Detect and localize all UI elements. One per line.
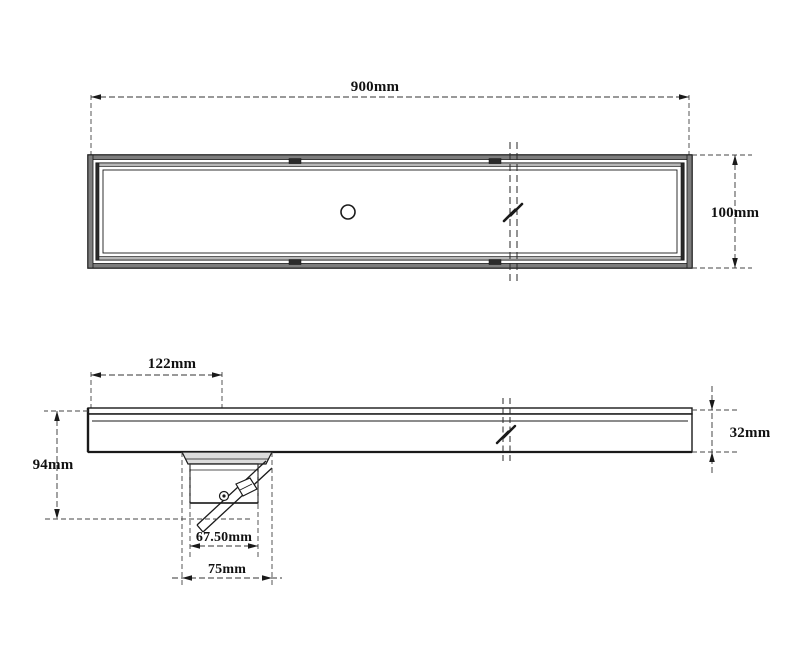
top-view: 900mm	[87, 79, 760, 281]
channel-opening	[102, 169, 678, 254]
dimension-outlet-outer-75mm: 75mm	[172, 562, 282, 581]
trap-arm	[196, 460, 273, 533]
break-symbol-side-icon	[495, 398, 517, 462]
dimension-depth-94mm: 94mm	[33, 411, 74, 519]
centre-hole-icon	[340, 204, 356, 220]
dimension-label-length: 900mm	[351, 79, 400, 95]
dimension-label-width: 100mm	[711, 205, 760, 221]
grate-clip	[288, 158, 502, 265]
break-symbol-top-icon	[502, 142, 524, 281]
dimension-offset-122mm: 122mm	[91, 356, 222, 378]
dimension-length-900mm: 900mm	[91, 79, 689, 100]
dimension-outlet-inner-6750mm: 67.50mm	[190, 530, 258, 549]
top-view-width-extension-lines	[692, 154, 752, 269]
side-view-depth-extension-lines	[44, 410, 250, 520]
dimension-label-height: 32mm	[730, 425, 771, 441]
dimension-width-100mm: 100mm	[711, 155, 760, 268]
dimension-label-depth: 94mm	[33, 457, 74, 473]
side-view-height-extension-lines	[692, 409, 740, 453]
dimension-label-outlet-outer: 75mm	[208, 562, 246, 577]
side-view: 122mm	[33, 356, 770, 586]
top-view-extension-lines	[90, 95, 690, 158]
outlet-inner-extension-lines	[189, 464, 259, 560]
dimension-height-32mm: 32mm	[709, 386, 770, 476]
dimension-label-offset: 122mm	[148, 356, 197, 372]
channel-side-profile	[86, 407, 693, 454]
outlet-outer-extension-lines	[181, 452, 273, 586]
dimension-label-outlet-inner: 67.50mm	[196, 530, 252, 545]
